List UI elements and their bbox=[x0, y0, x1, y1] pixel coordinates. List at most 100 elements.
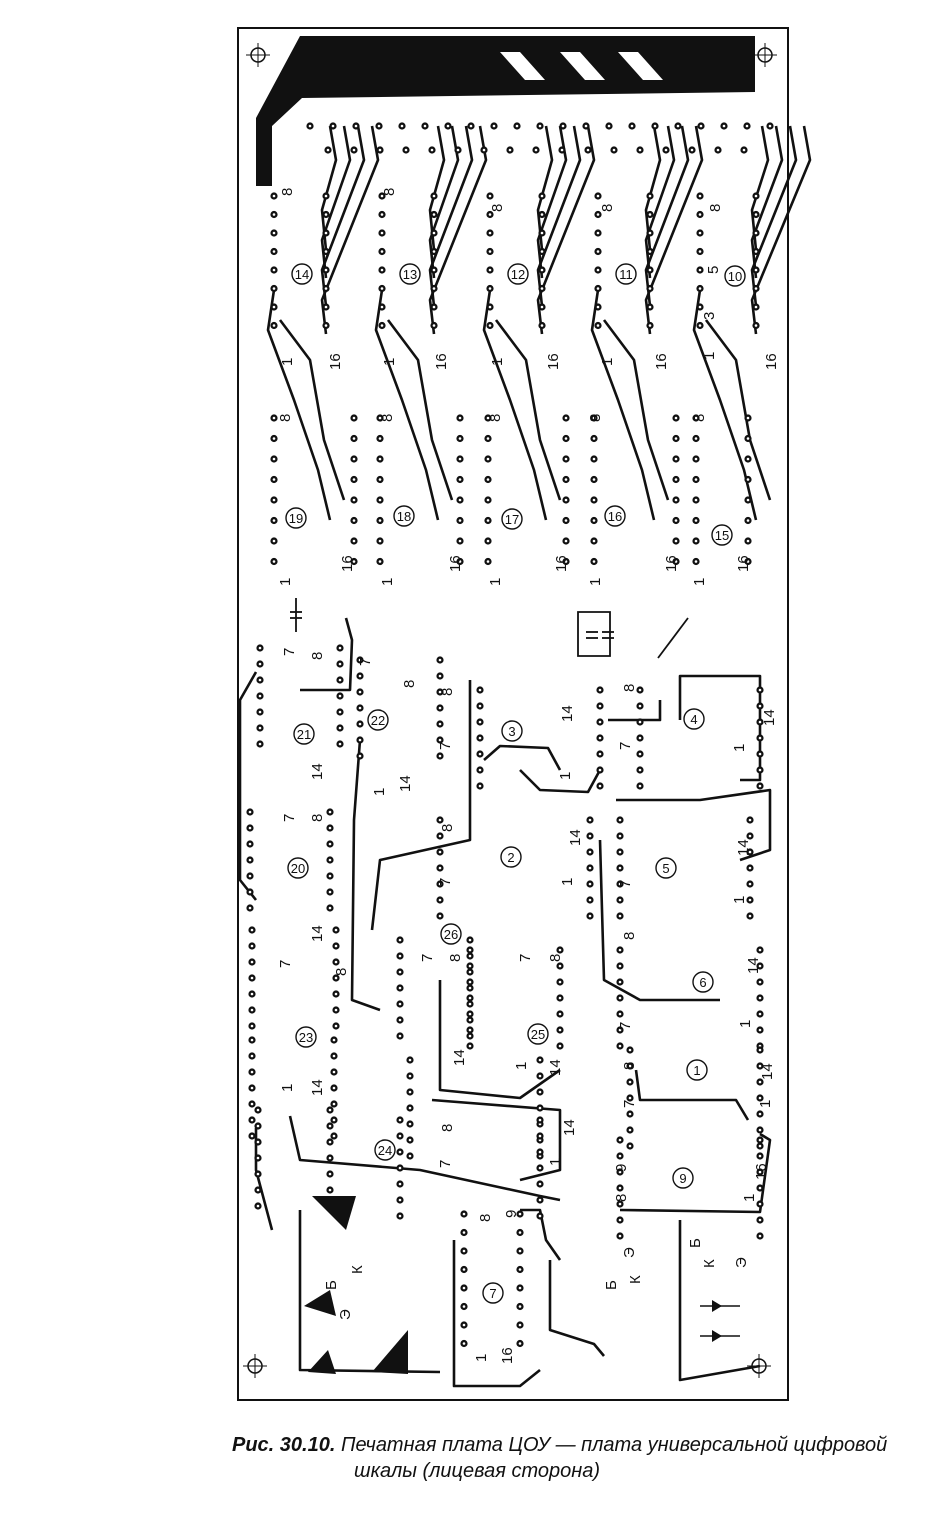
pad-hole bbox=[378, 560, 382, 563]
pad-hole bbox=[592, 498, 596, 502]
pad-hole bbox=[338, 678, 342, 682]
pad-hole bbox=[486, 519, 490, 522]
pad-hole bbox=[564, 560, 568, 563]
transistor-terminal-labels: Б К Э Б К Э Б К Э bbox=[323, 1238, 750, 1320]
pad-hole bbox=[538, 1150, 542, 1154]
pad-hole bbox=[423, 124, 427, 128]
chip-label-11: 11 bbox=[615, 263, 637, 285]
chip-label-14: 14 bbox=[291, 263, 313, 285]
pad-hole bbox=[250, 1054, 254, 1058]
pad-hole bbox=[748, 914, 752, 918]
copper-trace bbox=[548, 1260, 605, 1357]
pad-hole bbox=[398, 1198, 402, 1202]
svg-text:Б: Б bbox=[687, 1238, 704, 1248]
pad-hole bbox=[758, 1218, 762, 1222]
pad-hole bbox=[564, 539, 568, 543]
copper-trace bbox=[386, 319, 454, 501]
pad-hole bbox=[256, 1156, 260, 1160]
copper-trace bbox=[644, 125, 662, 251]
svg-text:1: 1 bbox=[547, 1158, 564, 1166]
pad-hole bbox=[334, 928, 338, 932]
pad-hole bbox=[272, 539, 276, 543]
pad-hole bbox=[468, 1044, 472, 1048]
svg-text:5: 5 bbox=[662, 861, 669, 876]
pad-hole bbox=[456, 148, 460, 152]
pad-hole bbox=[596, 305, 600, 309]
pad-hole bbox=[515, 124, 519, 128]
pad-hole bbox=[398, 1118, 402, 1122]
pad-hole bbox=[558, 980, 562, 984]
svg-text:8: 8 bbox=[309, 652, 326, 660]
pad-hole bbox=[538, 1090, 542, 1094]
pad-hole bbox=[378, 498, 382, 502]
svg-text:14: 14 bbox=[309, 925, 326, 942]
pad-hole bbox=[378, 519, 382, 522]
pad-hole bbox=[468, 970, 472, 974]
diode-pair bbox=[700, 1300, 740, 1342]
pad-hole bbox=[332, 1086, 336, 1090]
pad-hole bbox=[748, 818, 752, 822]
svg-text:1: 1 bbox=[701, 352, 718, 360]
svg-text:1: 1 bbox=[557, 772, 574, 780]
pad-hole bbox=[458, 498, 462, 502]
pad-hole bbox=[334, 944, 338, 948]
pad-hole bbox=[458, 539, 462, 543]
pad-hole bbox=[698, 268, 702, 272]
pad-hole bbox=[758, 948, 762, 952]
pad-hole bbox=[745, 124, 749, 128]
pad-hole bbox=[648, 194, 652, 198]
pad-hole bbox=[538, 1166, 542, 1170]
pad-hole bbox=[332, 1102, 336, 1106]
pad-hole bbox=[324, 324, 328, 327]
pad-hole bbox=[430, 148, 434, 152]
copper-trace bbox=[750, 125, 770, 251]
chip-label-23: 23 bbox=[295, 1026, 317, 1048]
svg-text:1: 1 bbox=[731, 896, 748, 904]
pad-hole bbox=[352, 437, 356, 440]
pad-hole bbox=[746, 560, 750, 563]
pad-hole bbox=[638, 704, 642, 708]
pad-hole bbox=[256, 1172, 260, 1176]
svg-text:2: 2 bbox=[507, 850, 514, 865]
pad-hole bbox=[358, 690, 362, 694]
svg-text:14: 14 bbox=[547, 1059, 564, 1076]
pad-hole bbox=[438, 722, 442, 726]
pad-hole bbox=[598, 720, 602, 724]
pad-hole bbox=[272, 416, 276, 420]
pad-hole bbox=[690, 148, 694, 152]
pad-hole bbox=[331, 124, 335, 128]
pad-hole bbox=[328, 890, 332, 894]
pad-hole bbox=[438, 706, 442, 710]
svg-text:9: 9 bbox=[679, 1171, 686, 1186]
pad-hole bbox=[596, 250, 600, 253]
svg-text:19: 19 bbox=[289, 511, 303, 526]
pad-hole bbox=[612, 148, 616, 152]
chip-label-2: 2 bbox=[500, 846, 522, 868]
pad-hole bbox=[488, 250, 492, 253]
svg-text:16: 16 bbox=[653, 353, 670, 370]
svg-text:1: 1 bbox=[741, 1194, 758, 1202]
pad-hole bbox=[758, 784, 762, 788]
copper-trace bbox=[536, 125, 554, 251]
chip-label-19: 19 bbox=[285, 507, 307, 529]
chip-label-24: 24 bbox=[374, 1139, 396, 1161]
pad-hole bbox=[486, 478, 490, 481]
chip-label-6: 6 bbox=[692, 971, 714, 993]
pad-hole bbox=[398, 1018, 402, 1022]
pad-hole bbox=[248, 906, 252, 910]
pad-hole bbox=[758, 996, 762, 1000]
pad-hole bbox=[332, 1118, 336, 1122]
pad-hole bbox=[746, 519, 750, 522]
pad-hole bbox=[358, 738, 362, 742]
pad-hole bbox=[746, 478, 750, 481]
pad-hole bbox=[328, 1172, 332, 1176]
pad-hole bbox=[378, 478, 382, 481]
svg-text:1: 1 bbox=[381, 358, 398, 366]
pad-hole bbox=[432, 305, 436, 309]
pad-hole bbox=[486, 560, 490, 563]
chip-label-3: 3 bbox=[501, 720, 523, 742]
pad-hole bbox=[558, 1028, 562, 1032]
caption-text-line2: шкалы (лицевая сторона) bbox=[354, 1460, 601, 1482]
pad-hole bbox=[694, 498, 698, 502]
pad-hole bbox=[540, 250, 544, 253]
